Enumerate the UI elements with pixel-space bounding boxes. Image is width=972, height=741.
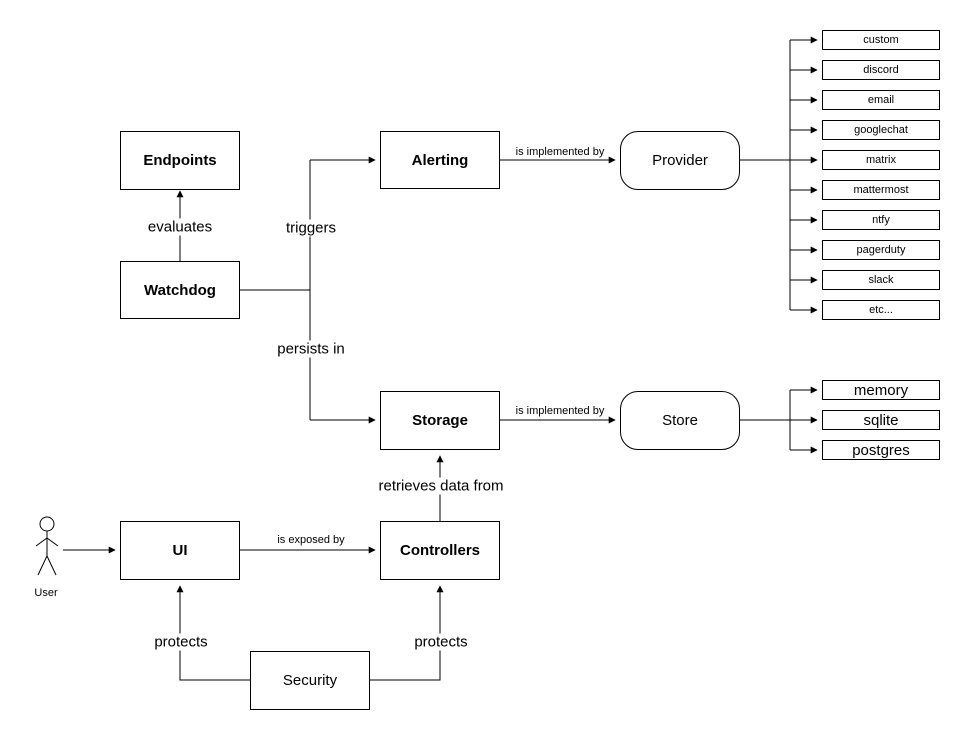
edge-security-controllers [370,585,444,681]
edge-label-persists-in: persists in [274,340,348,358]
node-alerting: Alerting [380,131,500,189]
node-security: Security [250,651,370,710]
provider-item-matrix: matrix [822,150,940,170]
edge-label-is-exposed-by: is exposed by [274,534,348,546]
edge-label-evaluates: evaluates [144,218,216,236]
edge-label-retrieves-data-from: retrieves data from [375,477,507,495]
store-item-postgres: postgres [822,440,940,460]
edge-label-triggers: triggers [282,219,340,237]
provider-item-googlechat: googlechat [822,120,940,140]
provider-item-etc: etc... [822,300,940,320]
edge-store-fanout [740,386,818,454]
edge-security-ui [176,585,250,681]
node-ui: UI [120,521,240,580]
edge-label-protects-controllers: protects [411,633,471,651]
node-storage: Storage [380,391,500,450]
user-actor-label: User [34,587,58,599]
node-provider: Provider [620,131,740,190]
provider-item-email: email [822,90,940,110]
provider-item-ntfy: ntfy [822,210,940,230]
provider-item-slack: slack [822,270,940,290]
provider-item-mattermost: mattermost [822,180,940,200]
edge-watchdog-trunk [240,160,311,420]
provider-item-discord: discord [822,60,940,80]
edge-label-protects-ui: protects [151,633,211,651]
node-controllers: Controllers [380,521,500,580]
node-watchdog: Watchdog [120,261,240,319]
edge-label-storage-implemented-by: is implemented by [512,405,608,417]
store-item-memory: memory [822,380,940,400]
node-store: Store [620,391,740,450]
edge-provider-fanout [740,36,818,314]
provider-item-custom: custom [822,30,940,50]
provider-item-pagerduty: pagerduty [822,240,940,260]
user-actor-icon [35,516,59,576]
store-item-sqlite: sqlite [822,410,940,430]
edge-label-alerting-implemented-by: is implemented by [512,146,608,158]
node-endpoints: Endpoints [120,131,240,190]
